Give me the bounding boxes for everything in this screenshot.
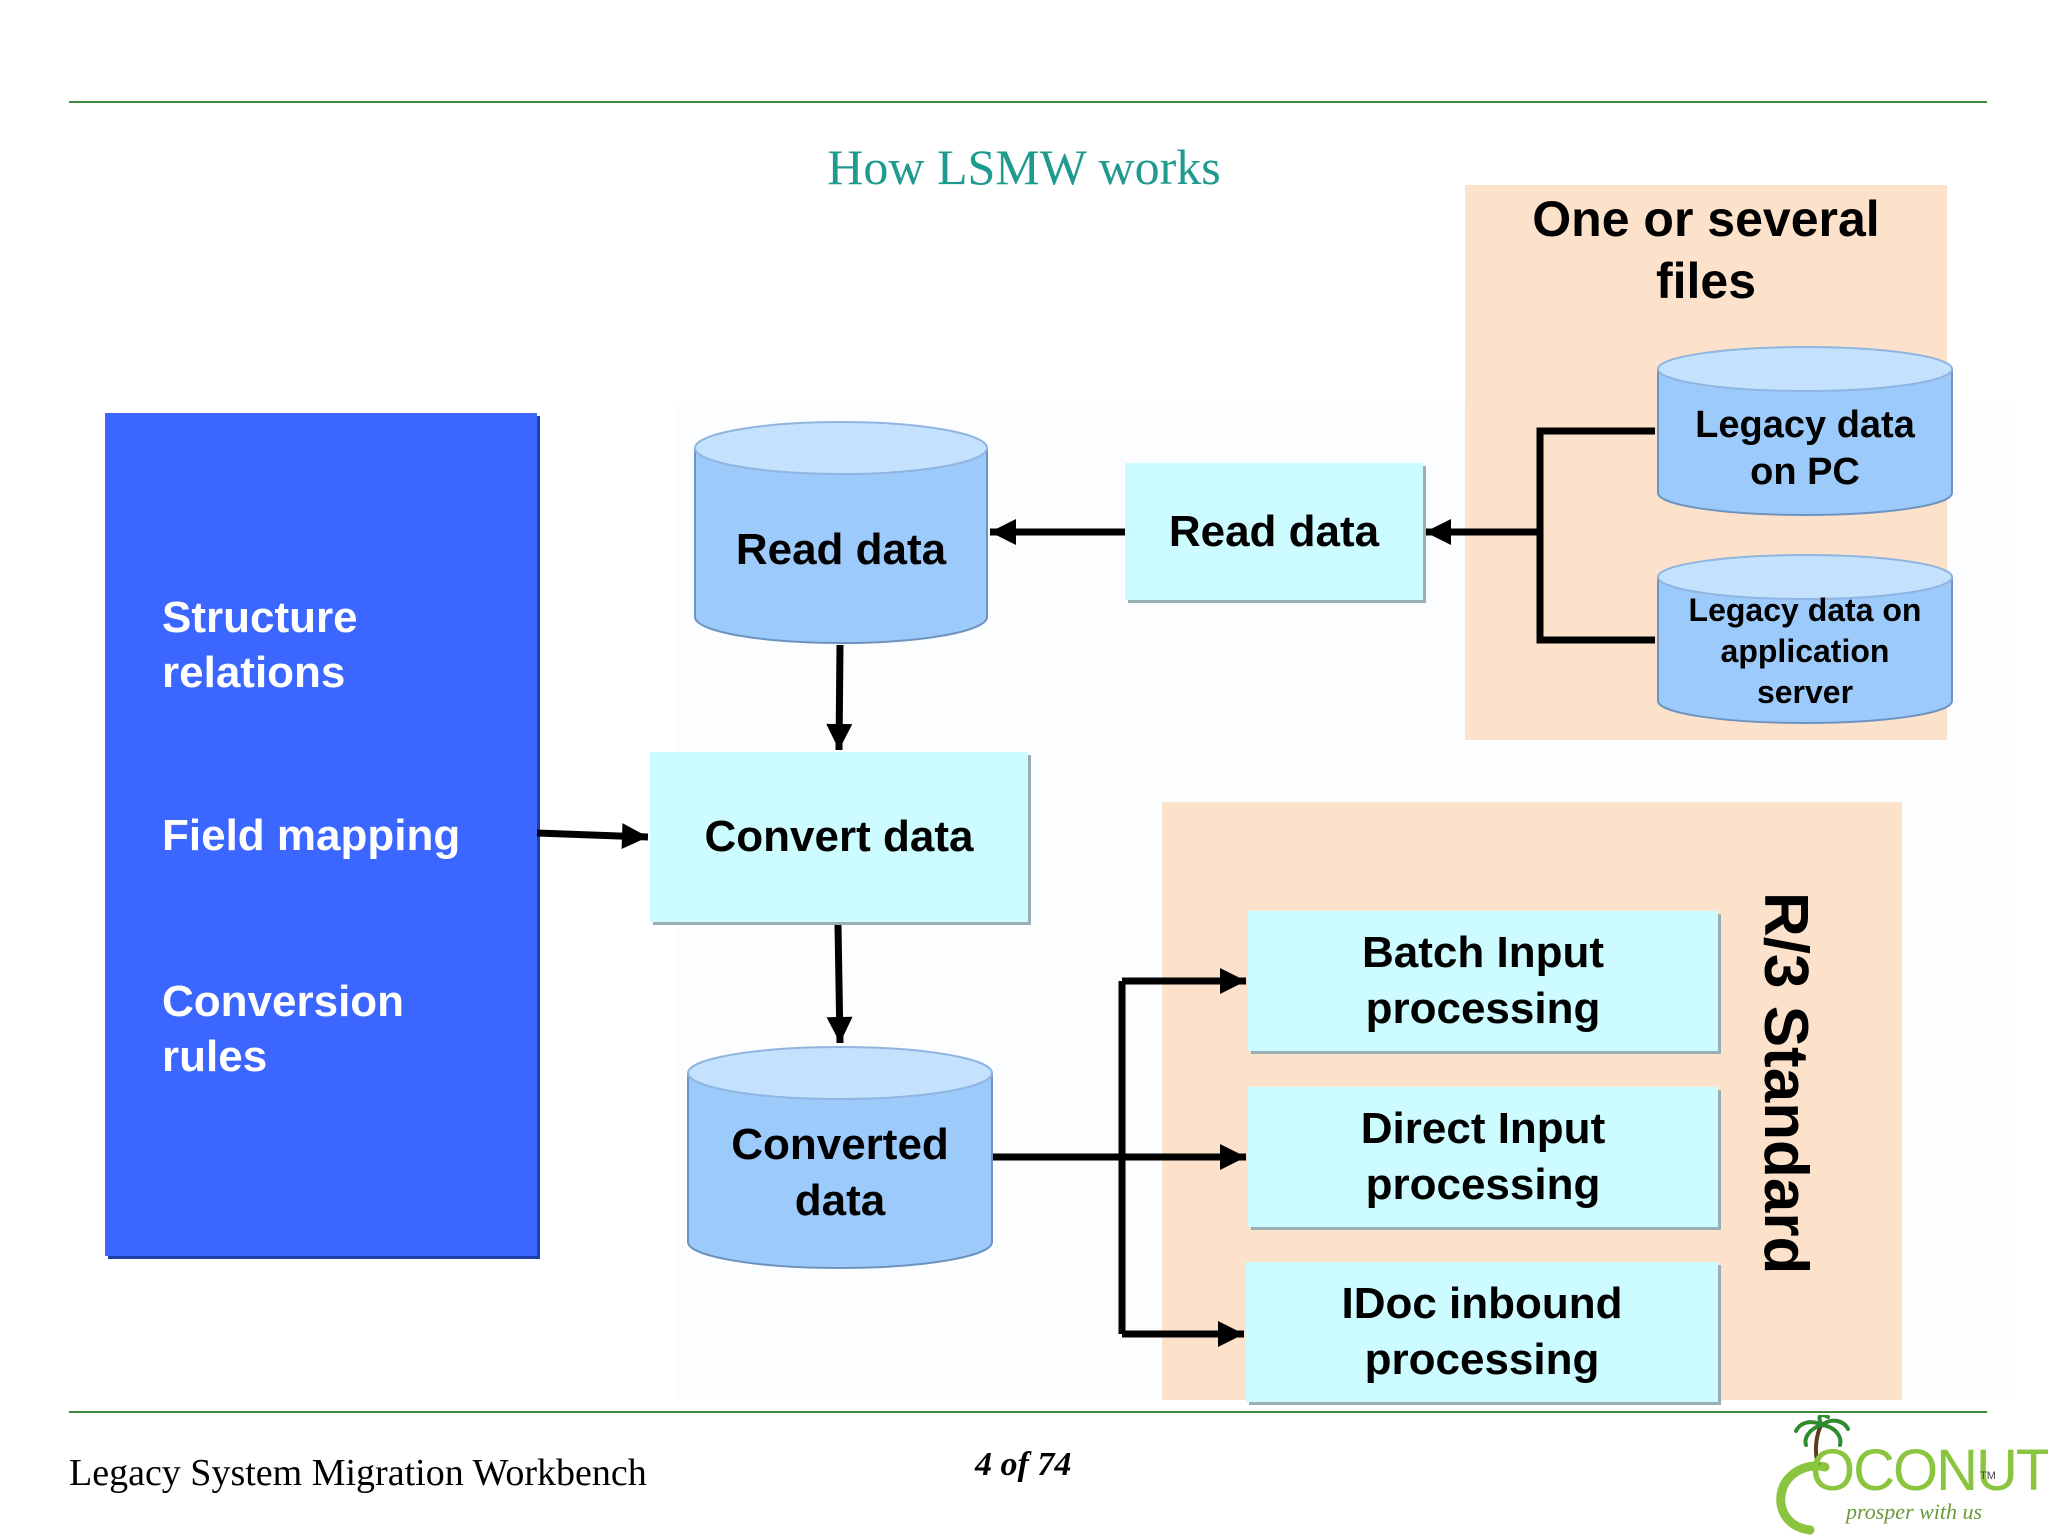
files-group-heading: One or several files [1465, 188, 1947, 312]
r3-standard-text: R/3 Standard [1751, 892, 1820, 1275]
converted-label-line-2: data [794, 1176, 886, 1225]
converted-data-store: Converted data [685, 1045, 995, 1270]
idoc-line-2: processing [1364, 1335, 1600, 1384]
direct-line-2: processing [1365, 1160, 1601, 1209]
arrow-store-to-convert [826, 644, 853, 751]
batch-input-processing: Batch Input processing [1248, 911, 1718, 1051]
logo-trademark: TM [1980, 1470, 1996, 1482]
rules-panel [105, 413, 537, 1256]
batch-line-1: Batch Input [1362, 928, 1604, 977]
legacy-data-app-server: Legacy data on application server [1655, 553, 1955, 728]
files-heading-line-2: files [1655, 253, 1757, 309]
files-bracket [1536, 427, 1655, 644]
top-rule [69, 101, 1987, 103]
legacy-data-app-server-label: Legacy data on application server [1655, 588, 1955, 714]
bottom-rule [69, 1411, 1987, 1413]
read-data-store: Read data [692, 420, 990, 645]
legacy-server-line-1: Legacy data on [1688, 591, 1922, 628]
legacy-data-pc: Legacy data on PC [1655, 345, 1955, 520]
footer-title: Legacy System Migration Workbench [69, 1452, 647, 1494]
slide-title: How LSMW works [827, 139, 1221, 195]
idoc-line-1: IDoc inbound [1341, 1279, 1623, 1328]
arrow-convert-to-converted [826, 924, 853, 1044]
direct-line-1: Direct Input [1360, 1104, 1606, 1153]
arrow-rules-to-convert [536, 823, 649, 850]
legacy-server-line-3: server [1756, 673, 1854, 710]
page-number: 4 of 74 [975, 1446, 1072, 1483]
legacy-data-pc-label: Legacy data on PC [1655, 393, 1955, 505]
converted-data-store-label: Converted data [685, 1103, 995, 1243]
palm-icon [1776, 1415, 1850, 1535]
converted-label-line-1: Converted [731, 1120, 949, 1169]
files-heading-line-1: One or several [1532, 191, 1880, 247]
legacy-pc-line-2: on PC [1750, 451, 1860, 493]
legacy-pc-line-1: Legacy data [1695, 404, 1915, 446]
rules-item-field-mapping: Field mapping [162, 811, 461, 860]
logo-tagline: prosper with us [1846, 1499, 1983, 1524]
idoc-inbound-processing: IDoc inbound processing [1246, 1262, 1718, 1402]
read-data-process: Read data [1125, 463, 1423, 600]
direct-input-processing: Direct Input processing [1248, 1087, 1718, 1227]
batch-line-2: processing [1365, 984, 1601, 1033]
legacy-server-line-2: application [1720, 632, 1890, 669]
convert-data-process: Convert data [650, 752, 1028, 922]
read-data-store-label: Read data [735, 525, 947, 574]
logo-wordmark: OCONUT [1810, 1438, 2048, 1503]
coconut-logo: OCONUT prosper with us TM [1770, 1415, 2048, 1536]
